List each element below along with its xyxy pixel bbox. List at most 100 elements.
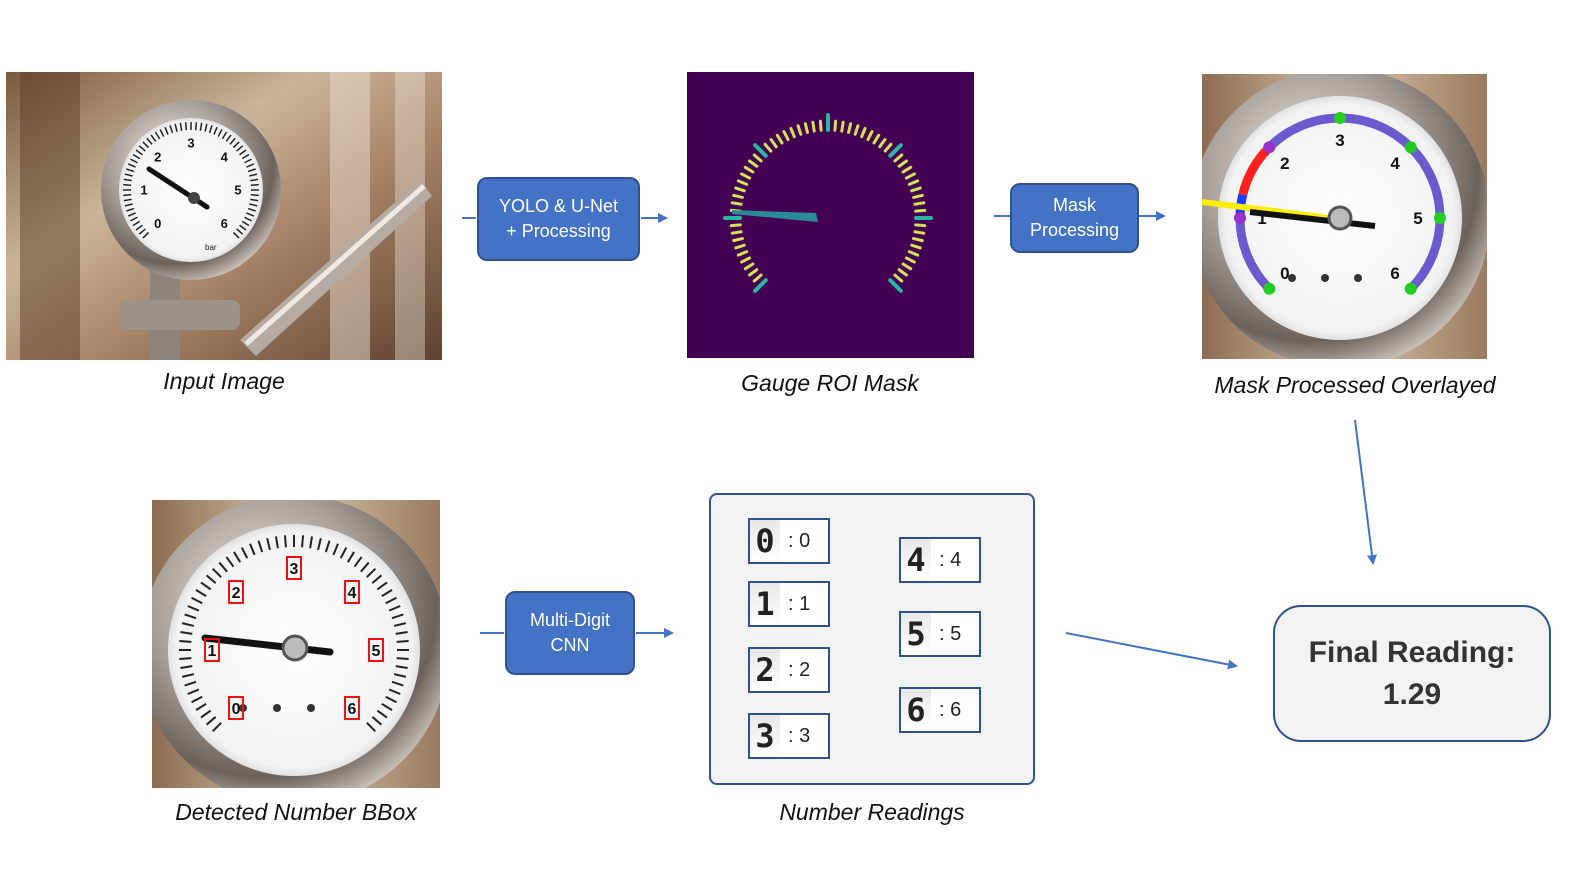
reading-crop: 0 (750, 520, 780, 562)
gauge-tick (142, 231, 150, 239)
gauge-tick (309, 536, 313, 549)
mask-tick (769, 138, 778, 149)
gauge-tick (381, 702, 393, 711)
gauge-tick (123, 198, 132, 202)
cnn-step-line2: CNN (550, 635, 590, 655)
gauge-tick (208, 125, 213, 134)
number-bbox (368, 638, 384, 662)
gauge-tick (154, 131, 161, 140)
gauge-tick (250, 178, 259, 182)
gauge-number: 0 (1280, 264, 1289, 283)
gauge-tick (179, 122, 183, 131)
gauge-tick (388, 605, 401, 612)
gauge-tick (123, 183, 132, 187)
mask-tick (847, 122, 853, 134)
mask-tick (729, 223, 742, 228)
caption-input-image: Input Image (163, 368, 285, 394)
gauge-tick (135, 149, 143, 156)
gauge-tick (301, 535, 305, 548)
mask-tick (913, 201, 926, 206)
gauge-number: 1 (1257, 209, 1266, 228)
gauge-tick (371, 574, 383, 584)
mask-tick (914, 208, 927, 213)
gauge-tick (236, 145, 244, 152)
mask-tick (860, 126, 867, 139)
gauge-tick (249, 203, 258, 207)
gauge-tick (146, 137, 153, 145)
mask-tick (736, 250, 749, 257)
gauge-tick (205, 574, 217, 584)
gauge-tick (181, 673, 195, 678)
reading-crop: 6 (901, 689, 931, 731)
gauge-tick (130, 216, 138, 222)
mask-tick (763, 142, 773, 153)
yolo-unet-step: YOLO & U-Net + Processing (477, 177, 640, 261)
gauge-tick (180, 665, 193, 669)
arrow-overlay-to-final (1354, 419, 1377, 565)
gauge-number: 3 (187, 136, 194, 151)
arrow-readings-to-final (1065, 632, 1238, 670)
mask-tick (914, 223, 927, 228)
gauge-tick (346, 551, 355, 563)
gauge-tick (376, 709, 388, 719)
gauge-number: 2 (232, 585, 241, 602)
mask-tick (803, 122, 809, 134)
reading-crop: 1 (750, 583, 780, 625)
mask-tick (736, 179, 749, 186)
gauge-number: 3 (290, 561, 299, 578)
gauge-tick (366, 722, 377, 733)
gauge-tick (225, 134, 232, 142)
caption-mask-processed-overlayed: Mask Processed Overlayed (1214, 372, 1496, 398)
final-reading-label: Final Reading: (1308, 635, 1516, 669)
number-readings-panel: 0 : 0 1 : 1 2 : 2 3 : 3 4 : 4 5 : 5 6 : … (709, 493, 1035, 785)
gauge-tick (191, 695, 203, 704)
reading-item: 2 : 2 (748, 647, 830, 693)
mask-tick (907, 250, 920, 257)
gauge-tick (218, 561, 228, 573)
mask-tick (901, 262, 913, 271)
gauge-tick (150, 134, 157, 142)
gauge-tick (205, 716, 217, 726)
gauge-tick (353, 556, 363, 568)
gauge-tick (142, 141, 150, 149)
gauge-tick (221, 131, 228, 140)
mask-tick (883, 142, 893, 153)
gauge-tick (184, 122, 188, 131)
gauge-tick (195, 589, 207, 598)
scale-point (1334, 112, 1346, 124)
gauge-tick (184, 613, 197, 620)
mask-tick (782, 130, 790, 142)
gauge-tick (332, 543, 339, 556)
mask-tick (872, 133, 881, 145)
gauge-tick (229, 137, 236, 145)
caption-detected-number-bbox: Detected Number BBox (175, 799, 417, 825)
yolo-step-line1: YOLO & U-Net (498, 196, 619, 216)
gauge-tick (123, 178, 132, 182)
number-bbox (228, 580, 245, 605)
gauge-tick (381, 589, 393, 598)
mask-tick (878, 138, 887, 149)
gauge-number: 2 (1280, 154, 1289, 173)
scale-point (1234, 212, 1246, 224)
scale-point (1263, 141, 1276, 154)
gauge-tick (371, 716, 383, 726)
gauge-number: 4 (1390, 154, 1400, 173)
mask-tick (912, 193, 924, 199)
gauge-tick (391, 680, 404, 687)
gauge-tick (204, 123, 208, 132)
mask-tick (743, 262, 755, 271)
reading-item: 3 : 3 (748, 713, 830, 759)
mask-tick (732, 237, 744, 243)
gauge-tick (179, 657, 192, 661)
mask-step-line2: Processing (1029, 220, 1120, 240)
gauge-tick (250, 183, 259, 187)
gauge-number: 1 (140, 183, 147, 198)
gauge-tick (126, 207, 135, 212)
reading-crop: 5 (901, 613, 931, 655)
gauge-tick (236, 228, 244, 235)
reading-crop: 2 (750, 649, 780, 691)
